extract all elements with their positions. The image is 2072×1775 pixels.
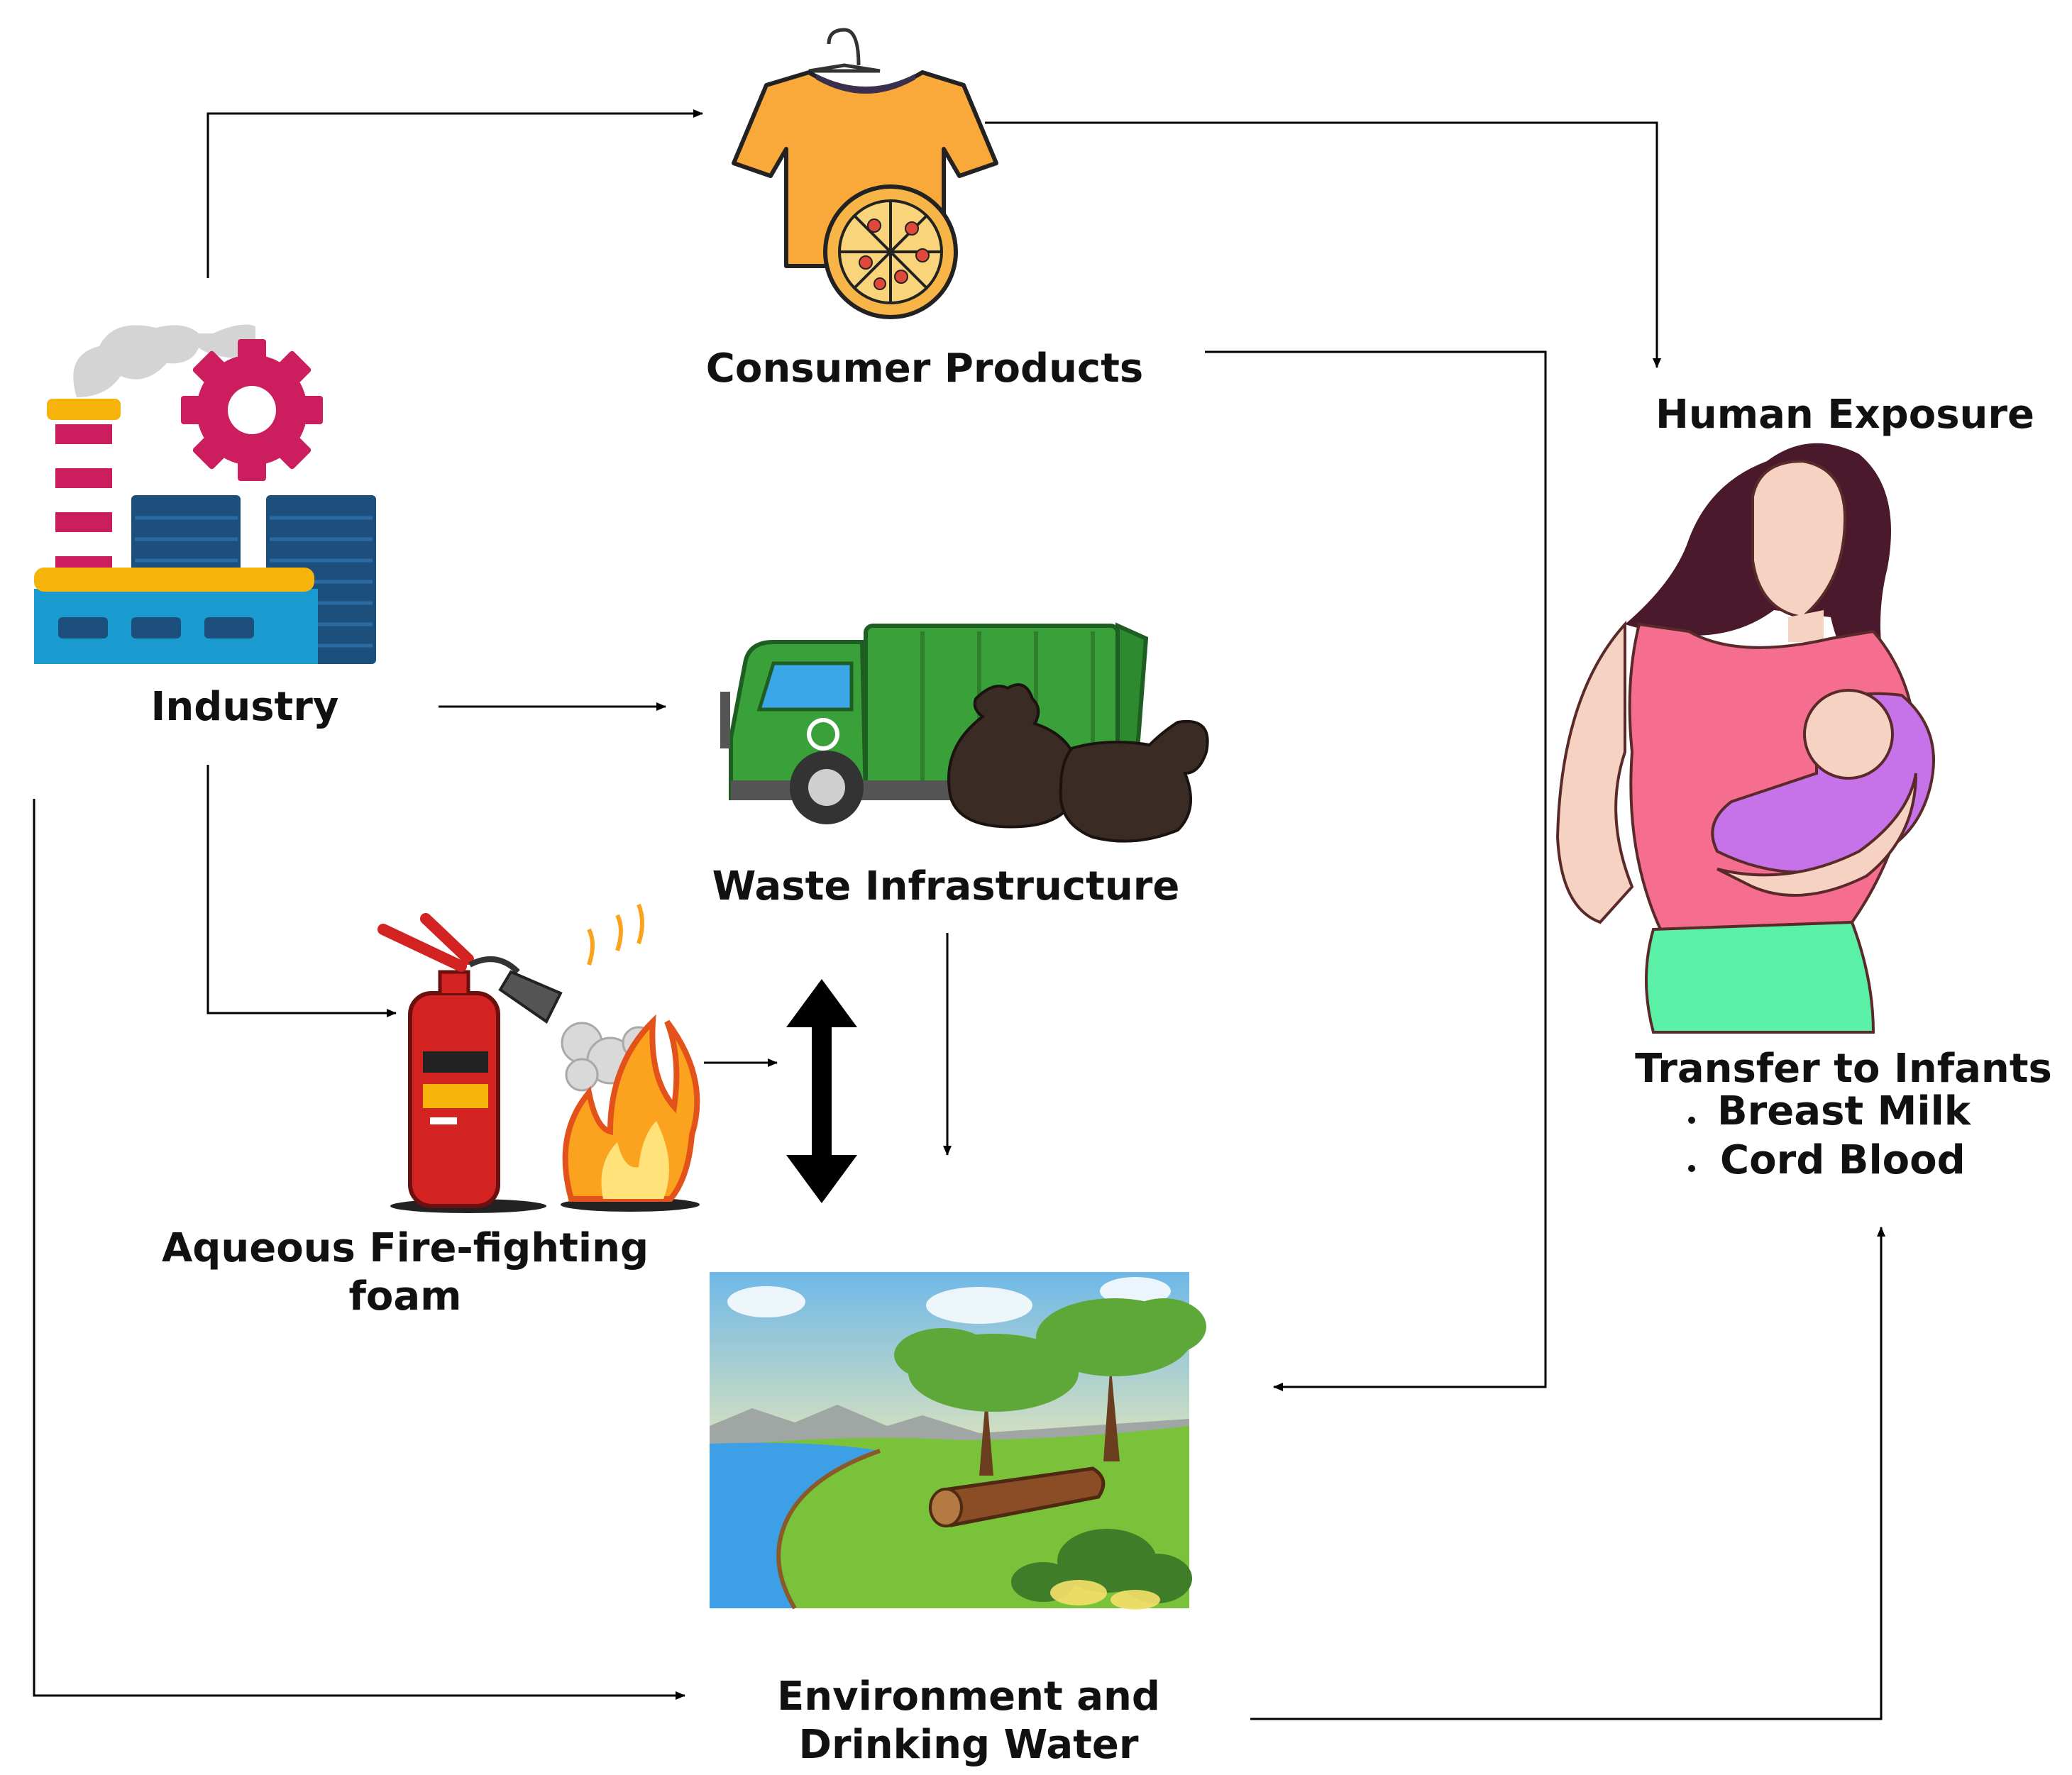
factory-icon	[34, 324, 376, 664]
breastfeeding-mother-icon	[1555, 443, 1935, 1034]
garbage-truck-icon	[720, 622, 1209, 843]
connectors	[33, 109, 1885, 1720]
arrow-consumer-products-to-human-exposure	[985, 121, 1661, 368]
firefighting-foam-label-line2: foam	[349, 1273, 462, 1320]
human-exposure-label: Human Exposure	[1655, 392, 2034, 438]
transfer-to-infants-title: Transfer to Infants	[1635, 1046, 2052, 1092]
arrow-environment-to-human	[1250, 1227, 1885, 1720]
arrow-consumer-products-to-environment	[1205, 350, 1547, 1391]
industry-label: Industry	[151, 684, 339, 730]
recycle-icon	[807, 718, 839, 751]
arrow-industry-to-environment	[33, 799, 685, 1700]
environment-landscape-image	[710, 1272, 1206, 1610]
tshirt-pizza-icon	[732, 28, 998, 319]
waste-infrastructure-label: Waste Infrastructure	[712, 863, 1180, 909]
bullet-icon	[1688, 1165, 1695, 1172]
transfer-item-breast-milk: Breast Milk	[1717, 1088, 1972, 1134]
gear-icon	[181, 339, 323, 481]
firefighting-foam-label-line1: Aqueous Fire-fighting	[162, 1225, 649, 1271]
arrow-industry-to-consumer-products	[206, 109, 703, 278]
fire-extinguisher-flame-icon	[378, 903, 700, 1213]
environment-label-line1: Environment and	[777, 1674, 1160, 1720]
bullet-icon	[1688, 1117, 1695, 1124]
double-headed-exchange-arrow	[786, 979, 857, 1203]
consumer-products-label: Consumer Products	[706, 345, 1143, 392]
arrow-industry-to-foam	[206, 765, 397, 1017]
garbage-bag-2	[1059, 719, 1209, 843]
environment-label-line2: Drinking Water	[799, 1722, 1139, 1768]
transfer-item-cord-blood: Cord Blood	[1720, 1137, 1966, 1183]
